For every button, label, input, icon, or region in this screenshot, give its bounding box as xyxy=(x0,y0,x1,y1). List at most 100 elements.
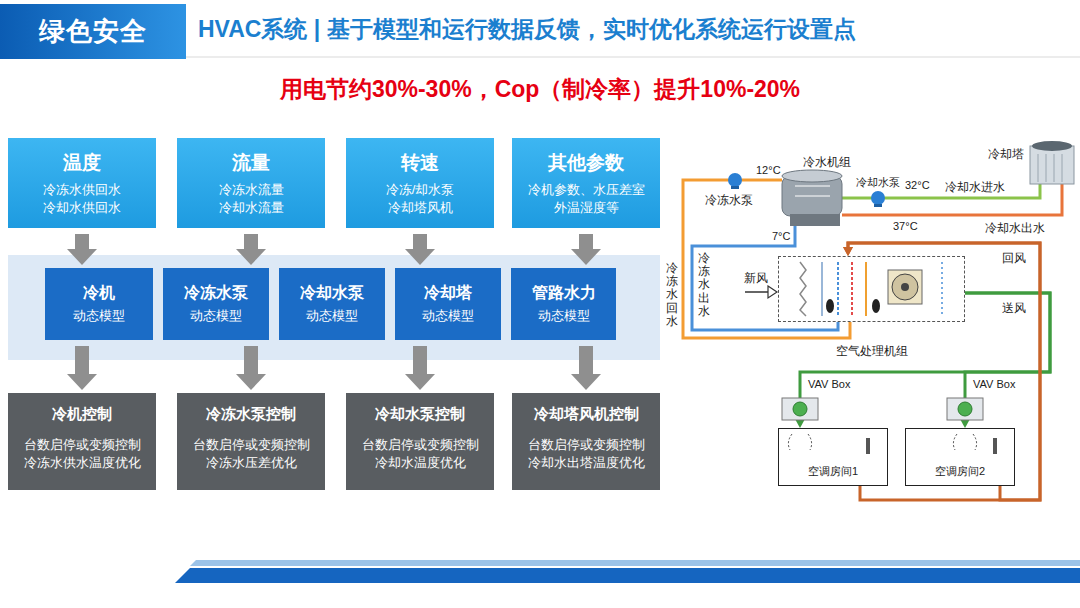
part-name: VAV Box xyxy=(808,378,850,390)
cooling-water-pump xyxy=(871,191,885,205)
fresh-air-arrow xyxy=(768,286,777,298)
air-handler-internals xyxy=(888,270,922,304)
temperature: 12°C xyxy=(756,164,781,176)
air-handler-internals xyxy=(941,262,943,316)
connector-line xyxy=(75,346,89,374)
chiller-unit xyxy=(795,186,830,187)
box-body: 动态模型 xyxy=(190,307,242,325)
connector-line xyxy=(244,234,258,249)
connector-line xyxy=(244,346,258,374)
box-title: 绿色安全 xyxy=(39,14,147,49)
air-name: 回风 xyxy=(1002,250,1026,267)
part-name: 冷却水泵 xyxy=(856,175,900,190)
box-title: 空气处理机组 xyxy=(779,343,964,360)
fresh-air-arrow xyxy=(745,286,777,298)
box-body: 台数启停或变频控制 冷却水出塔温度优化 xyxy=(522,436,650,472)
fresh-air-arrow xyxy=(745,291,768,293)
chilled-water-pump xyxy=(728,173,742,189)
cooling-tower xyxy=(1054,154,1055,182)
input-box: 温度冷冻水供回水 冷却水供回水 xyxy=(8,138,156,228)
air-handler-internals xyxy=(800,262,942,316)
box-body: 冷冻水供回水 冷却水供回水 xyxy=(19,181,145,216)
flow-arrow xyxy=(571,234,601,265)
connector-line xyxy=(75,234,89,249)
arrow-head xyxy=(405,249,435,265)
chiller-unit xyxy=(782,170,842,182)
air-flow-marks xyxy=(953,434,957,450)
box-title: 冷却塔 xyxy=(424,283,472,304)
cooling-water-pump xyxy=(871,191,885,207)
pipe-name: 冷却水出水 xyxy=(985,220,1045,237)
page-title: HVAC系统 | 基于模型和运行数据反馈，实时优化系统运行设置点 xyxy=(198,14,856,45)
temperature: 32°C xyxy=(905,179,930,191)
box-title: 其他参数 xyxy=(548,150,624,176)
vav-box xyxy=(947,398,983,420)
arrow-head xyxy=(843,247,853,256)
air-flow-marks xyxy=(866,438,870,454)
air-handler-internals xyxy=(800,262,806,316)
vav-box xyxy=(793,402,807,416)
air-duct xyxy=(843,243,1040,500)
arrow-head xyxy=(67,374,97,390)
model-box: 冷机动态模型 xyxy=(45,268,153,340)
air-handler-box: 空气处理机组 xyxy=(778,256,965,322)
air-handler-internals xyxy=(892,274,918,300)
footer-stripe xyxy=(190,560,1080,566)
box-title: 空调房间2 xyxy=(935,464,985,479)
box-title: 冷机控制 xyxy=(52,405,112,424)
input-box: 转速冷冻/却水泵 冷却塔风机 xyxy=(346,138,494,228)
cooling-tower xyxy=(1046,154,1047,182)
air-name: 新风 xyxy=(744,270,768,287)
air-handler-internals xyxy=(837,262,839,316)
cooling-water-pump xyxy=(874,204,882,207)
arrow-head xyxy=(571,249,601,265)
box-body: 动态模型 xyxy=(73,307,125,325)
highlight-text: 用电节约30%-30%，Cop（制冷率）提升10%-20% xyxy=(0,74,1080,105)
box-title: 冷却水泵 xyxy=(300,283,364,304)
box-title: 管路水力 xyxy=(532,283,596,304)
box-title: 冷机 xyxy=(83,283,115,304)
chiller-unit xyxy=(795,196,830,197)
chilled-water-pump xyxy=(728,173,742,187)
box-body: 冷冻水流量 冷却水流量 xyxy=(188,181,314,216)
box-title: 温度 xyxy=(63,150,101,176)
connector-line xyxy=(848,243,1040,500)
footer-stripe xyxy=(175,560,1080,583)
arrow-head xyxy=(236,374,266,390)
room-box: 空调房间2 xyxy=(905,428,1015,486)
air-handler-internals xyxy=(851,262,853,316)
box-title: 冷却水泵控制 xyxy=(375,405,465,424)
control-box: 冷冻水泵控制台数启停或变频控制 冷冻水压差优化 xyxy=(177,393,325,490)
air-handler-internals xyxy=(865,262,867,316)
arrow-head xyxy=(236,249,266,265)
box-body: 台数启停或变频控制 冷冻水压差优化 xyxy=(187,436,315,472)
box-body: 动态模型 xyxy=(538,307,590,325)
vav-box xyxy=(782,398,818,420)
model-box: 冷冻水泵动态模型 xyxy=(163,268,269,340)
part-name: VAV Box xyxy=(973,378,1015,390)
air-name: 送风 xyxy=(1002,300,1026,317)
arrow-head xyxy=(843,247,853,256)
connector-line xyxy=(579,346,593,374)
air-flow-marks xyxy=(788,434,792,450)
model-box: 冷却水泵动态模型 xyxy=(279,268,385,340)
chiller-unit xyxy=(782,170,842,226)
chilled-water-supply-pipe xyxy=(692,226,838,330)
box-body: 冷机参数、水压差室 外温湿度等 xyxy=(523,181,649,216)
chilled-water-supply-pipe xyxy=(692,226,838,330)
model-box: 管路水力动态模型 xyxy=(511,268,616,340)
pipe-name: 冷冻水回水 xyxy=(666,262,678,328)
flow-arrow xyxy=(236,234,266,265)
model-box: 冷却塔动态模型 xyxy=(395,268,501,340)
air-handler-internals xyxy=(821,262,823,316)
chiller-unit xyxy=(790,214,840,226)
control-box: 冷却塔风机控制台数启停或变频控制 冷却水出塔温度优化 xyxy=(512,393,660,490)
part-name: 冷却塔 xyxy=(988,146,1024,163)
cooling-tower xyxy=(1030,146,1074,184)
flow-arrow xyxy=(571,346,601,390)
connector-line xyxy=(579,234,593,249)
flow-arrow xyxy=(236,346,266,390)
cooling-tower xyxy=(1062,154,1063,182)
cooling-tower xyxy=(1032,141,1072,151)
